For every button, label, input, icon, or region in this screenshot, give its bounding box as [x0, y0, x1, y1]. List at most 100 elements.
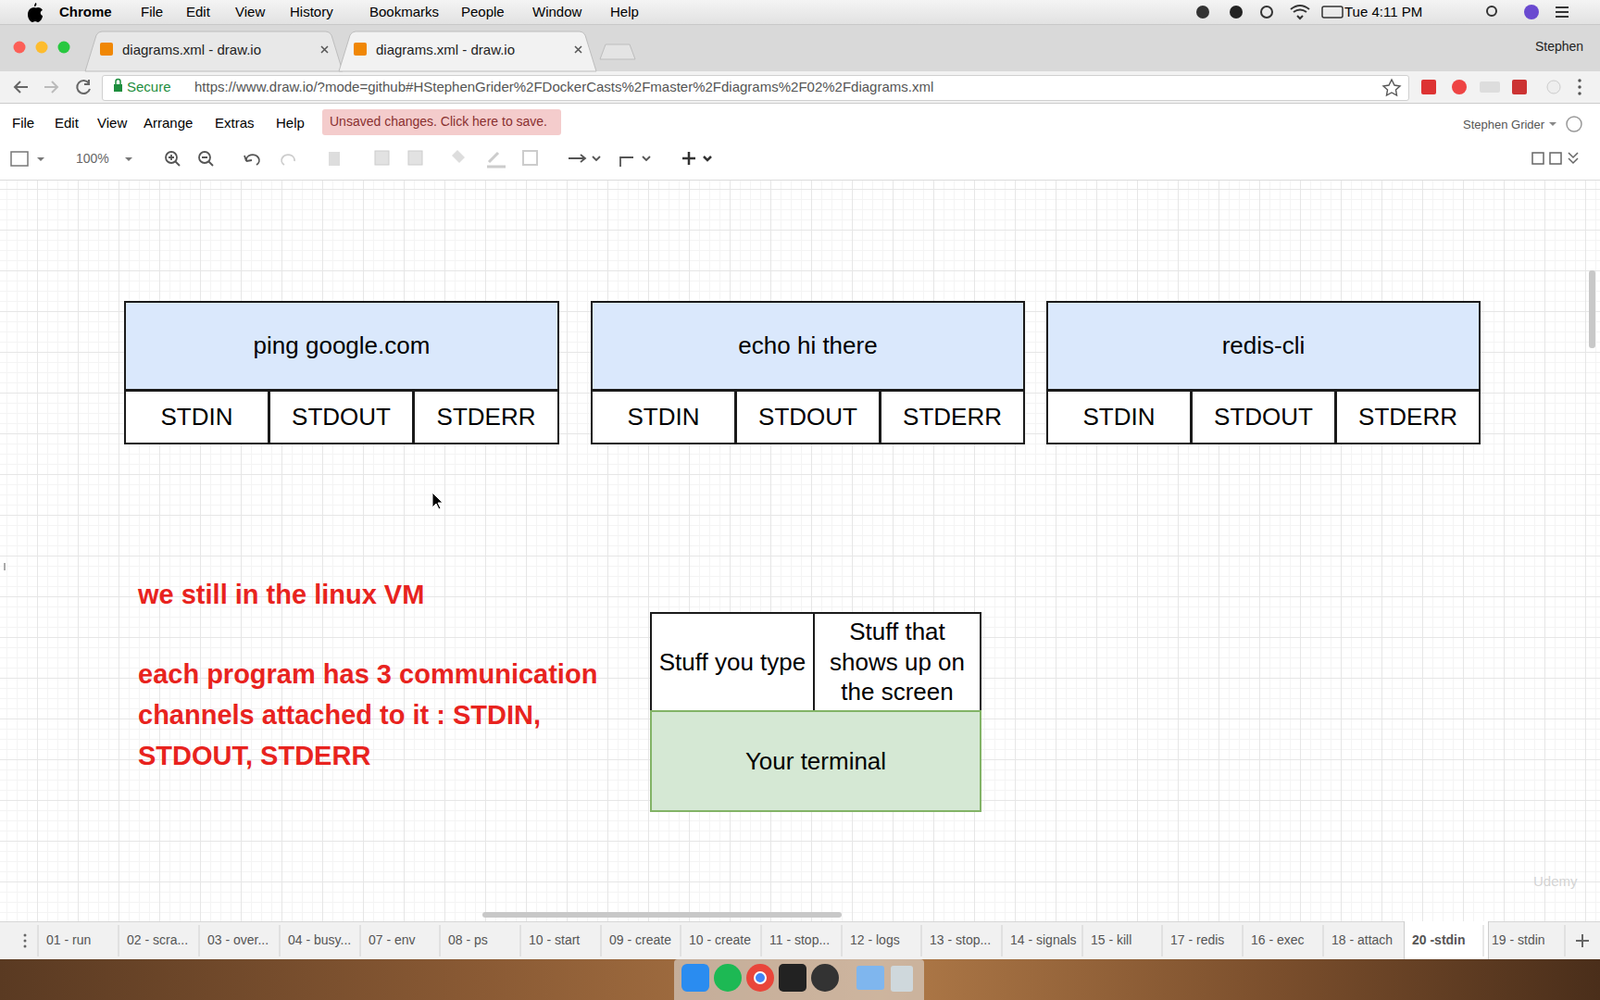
panel-icon [1550, 152, 1562, 164]
spotlight-icon [1487, 6, 1497, 16]
zoom-button [58, 41, 71, 54]
page-tab: 14 - signals [1010, 932, 1077, 949]
horizontal-scrollbar [482, 912, 842, 918]
page-tab: 15 - kill [1090, 932, 1132, 949]
extension-icon [1421, 79, 1437, 95]
language-globe [1566, 116, 1582, 132]
channel-box: STDIN [1046, 389, 1192, 445]
drawio-menu: File [12, 114, 35, 132]
node-text: STDIN [161, 401, 234, 433]
vertical-scrollbar [1588, 270, 1596, 349]
page-tab: 08 - ps [448, 932, 488, 949]
siri-icon [1524, 4, 1539, 20]
lock-icon [113, 84, 123, 92]
channel-box: STDERR [1335, 389, 1481, 445]
menu-item: Window [532, 3, 582, 21]
tab-favicon [100, 42, 113, 56]
close-button [13, 41, 26, 54]
channel-box: STDIN [124, 389, 270, 445]
page-tab: 10 - start [528, 932, 580, 949]
tab-title: diagrams.xml - draw.io [122, 41, 262, 59]
insert-icon [682, 151, 712, 165]
page-menu-icon [24, 935, 27, 947]
tab-shape [85, 31, 343, 72]
zoom-level: 100% [75, 150, 110, 167]
terminal-box: Your terminal [650, 710, 982, 813]
lock-icon [115, 79, 121, 86]
page-tab: 16 - exec [1250, 932, 1305, 949]
dock-icon [754, 972, 766, 984]
wifi-icon [1290, 5, 1310, 19]
page-tab: 13 - stop... [929, 932, 991, 949]
page-tab: 10 - create [688, 932, 751, 949]
undo-icon [244, 154, 260, 165]
add-page-icon [1575, 934, 1589, 948]
page-tab: 11 - stop... [769, 932, 830, 949]
extension-icon [1479, 81, 1500, 93]
mouse-cursor [432, 492, 443, 510]
program-box: echo hi there [590, 300, 1025, 391]
menubar-icon [1261, 6, 1273, 18]
line-color-icon [487, 152, 506, 167]
page-tab: 03 - over... [207, 932, 269, 949]
channel-box: STDIN [590, 389, 737, 445]
app-menu: Chrome [59, 3, 113, 21]
new-tab-shape [600, 44, 636, 60]
menubar-icon [1229, 5, 1243, 19]
menu-item: People [461, 3, 505, 21]
dock-icon [890, 965, 913, 992]
connection-icon [568, 154, 600, 163]
forward-button [44, 81, 58, 93]
node-text: STDOUT [291, 401, 391, 433]
drawio-menu: Arrange [143, 114, 193, 132]
unsaved-notice: Unsaved changes. Click here to save. [329, 113, 548, 130]
front-icon [375, 150, 389, 165]
program-box: redis-cli [1046, 300, 1481, 391]
extension-icon [1451, 79, 1467, 95]
channel-box: Stuff you type [650, 612, 815, 713]
node-text: Your terminal [745, 746, 887, 777]
page-tab: 20 -stdin [1412, 932, 1466, 949]
page-tab: 09 - create [609, 932, 672, 949]
tab-close [575, 46, 582, 53]
format-panel-icon [11, 151, 28, 166]
menu-item: File [140, 3, 163, 21]
node-text: redis-cli [1222, 330, 1306, 362]
channel-box: STDERR [412, 389, 560, 445]
minimize-button [36, 41, 49, 54]
drawio-menu: Edit [54, 114, 79, 132]
clock: Tue 4:11 PM [1344, 3, 1423, 21]
dock-icon [811, 963, 839, 992]
drawio-menu: Extras [214, 114, 255, 132]
program-box: ping google.com [124, 300, 560, 391]
drawio-toolbar [0, 140, 1600, 181]
list-icon [1555, 7, 1569, 17]
tab-favicon [353, 42, 367, 56]
page-tab: 18 - attach [1331, 932, 1393, 949]
collapse-icon [1568, 152, 1578, 163]
node-text: STDERR [902, 401, 1002, 433]
dock-icon [746, 963, 775, 992]
node-text: ping google.com [253, 330, 431, 362]
page-tab: 04 - busy... [287, 932, 351, 949]
fullscreen-icon [1532, 152, 1544, 164]
node-text: STDERR [1358, 401, 1458, 433]
waypoint-icon [620, 156, 650, 167]
dock-icon [713, 963, 742, 992]
url-text: https://www.draw.io/?mode=github#HStephe… [194, 78, 934, 96]
channel-box: STDOUT [735, 389, 881, 445]
user-caret [1549, 122, 1557, 126]
user-name: Stephen Grider [1462, 117, 1545, 133]
apple-logo [27, 2, 43, 23]
menu-item: Edit [186, 3, 211, 21]
page-tab: 07 - env [368, 932, 416, 949]
dock-icon [778, 963, 807, 992]
node-text: echo hi there [737, 330, 877, 362]
dock-icon [856, 965, 885, 990]
tab-close [321, 46, 328, 53]
secure-badge: Secure [126, 78, 172, 96]
redo-icon [281, 154, 295, 165]
channel-box: STDOUT [1190, 389, 1337, 445]
